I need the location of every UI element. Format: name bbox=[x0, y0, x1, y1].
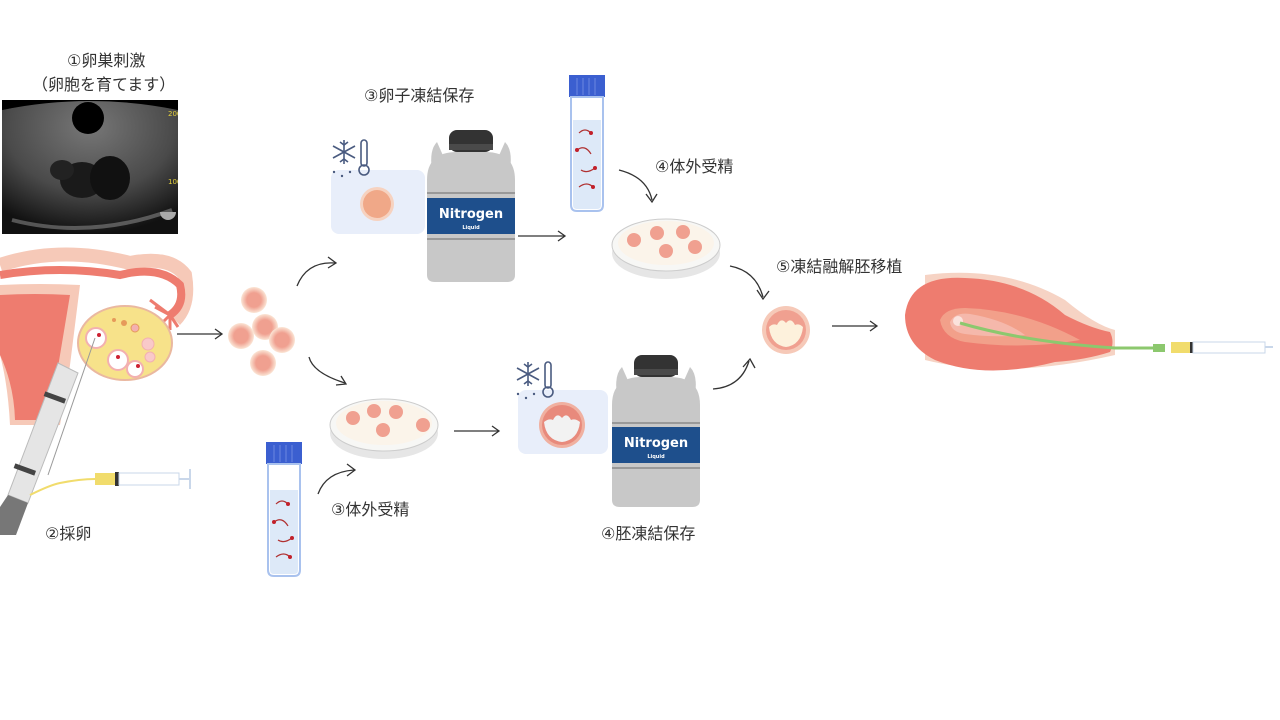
arrow-tube-to-dish-top bbox=[618, 169, 658, 204]
arrow-tube-to-dish-bottom bbox=[317, 463, 357, 495]
step4a-title: ④体外受精 bbox=[655, 157, 734, 176]
scale-mid: 100 bbox=[168, 178, 178, 186]
arrow-dish-to-freeze bbox=[454, 425, 501, 437]
nitrogen-tank-embryo: Nitrogen Liquid bbox=[612, 355, 700, 507]
ultrasound-image: 200 100 bbox=[2, 100, 178, 234]
sperm-tube-bottom bbox=[266, 442, 302, 577]
arrow-to-oocytes bbox=[177, 328, 224, 340]
step3b-title: ③体外受精 bbox=[331, 500, 410, 519]
frozen-embryo bbox=[539, 402, 585, 448]
arrow-tank-to-dish bbox=[518, 230, 567, 242]
arrow-dish-to-embryo bbox=[729, 265, 770, 301]
snowflake-thermometer-icon-2 bbox=[516, 361, 554, 400]
arrow-embryo-to-uterus bbox=[832, 320, 879, 332]
tank-label-2: Nitrogen bbox=[624, 436, 688, 451]
arrow-tank-to-embryo bbox=[712, 357, 756, 390]
scale-top: 200 bbox=[168, 110, 178, 118]
nitrogen-tank-oocyte: Nitrogen Liquid bbox=[427, 130, 515, 282]
petri-dish-bottom bbox=[329, 398, 439, 459]
arrow-up-branch bbox=[296, 256, 338, 287]
step1-title: ①卵巣刺激 bbox=[67, 51, 146, 70]
step1-subtitle: （卵胞を育てます） bbox=[32, 75, 176, 94]
frozen-oocyte bbox=[360, 187, 394, 221]
step2-title: ②採卵 bbox=[45, 524, 92, 543]
tank-sublabel-2: Liquid bbox=[647, 454, 665, 460]
oocyte-cluster bbox=[228, 287, 295, 376]
ultrasound-scan: 200 100 bbox=[2, 100, 178, 234]
arrow-down-branch bbox=[308, 356, 348, 386]
step3a-title: ③卵子凍結保存 bbox=[364, 86, 475, 105]
step4b-title: ④胚凍結保存 bbox=[601, 524, 696, 543]
tank-sublabel: Liquid bbox=[462, 225, 480, 231]
step5-title: ⑤凍結融解胚移植 bbox=[776, 257, 903, 276]
uterus-transfer-illustration bbox=[905, 272, 1273, 371]
uterus-ovary-illustration bbox=[0, 247, 194, 535]
tank-label: Nitrogen bbox=[439, 207, 503, 222]
snowflake-thermometer-icon bbox=[332, 139, 370, 178]
petri-dish-top bbox=[611, 218, 721, 279]
sperm-tube-top bbox=[569, 75, 605, 212]
thawed-embryo bbox=[762, 306, 810, 354]
